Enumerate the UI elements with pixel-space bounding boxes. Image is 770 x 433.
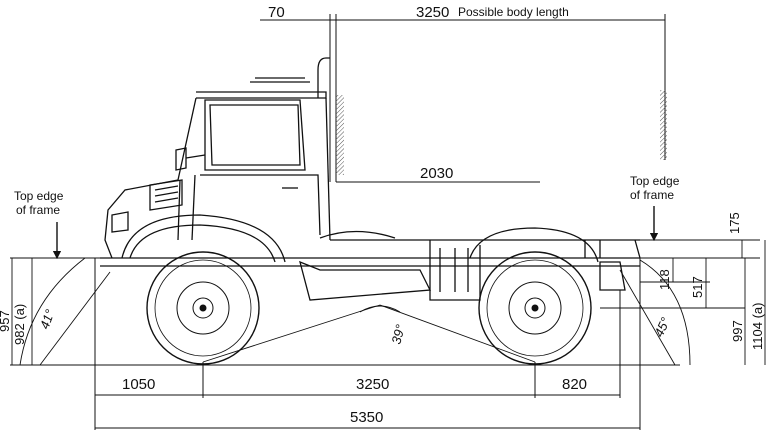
body-rear-hatch	[660, 90, 667, 160]
overall-length-label: 5350	[350, 409, 383, 426]
overhang-label: 70	[268, 4, 285, 21]
frame-offset-label: 118	[657, 269, 672, 290]
frame-edge-left-line2: of frame	[16, 203, 60, 217]
body-front-hatch	[336, 95, 344, 175]
body-length-text: Possible body length	[458, 5, 569, 19]
frame-edge-left-line1: Top edge	[14, 189, 64, 203]
ramp-angle-label: 39°	[388, 323, 408, 346]
ground-and-guides	[10, 239, 766, 366]
wheelbase-label: 3250	[356, 376, 389, 393]
front-overhang-label: 1050	[122, 376, 155, 393]
ground-height-alt-label: 982 (a)	[12, 304, 27, 345]
rear-overhang-label: 820	[562, 376, 587, 393]
body-length-value: 3250	[416, 4, 449, 21]
front-wheel	[146, 251, 260, 365]
total-height-alt-label: 1104 (a)	[750, 303, 765, 350]
ground-height-label: 957	[0, 310, 12, 332]
frame-edge-right-line1: Top edge	[630, 174, 680, 188]
frame-edge-right-line2: of frame	[630, 188, 674, 202]
frame-height-label: 517	[690, 276, 705, 298]
departure-angle-label: 45°	[651, 315, 673, 339]
frame-top-thickness-label: 175	[727, 212, 742, 234]
cab-to-axle-label: 2030	[420, 165, 453, 182]
bottom-dimension-lines	[94, 258, 641, 430]
approach-angle-label: 41°	[37, 307, 58, 331]
angle-lines	[19, 257, 691, 366]
ground-clearance-label: 997	[730, 320, 745, 342]
vehicle-outline	[100, 57, 641, 301]
